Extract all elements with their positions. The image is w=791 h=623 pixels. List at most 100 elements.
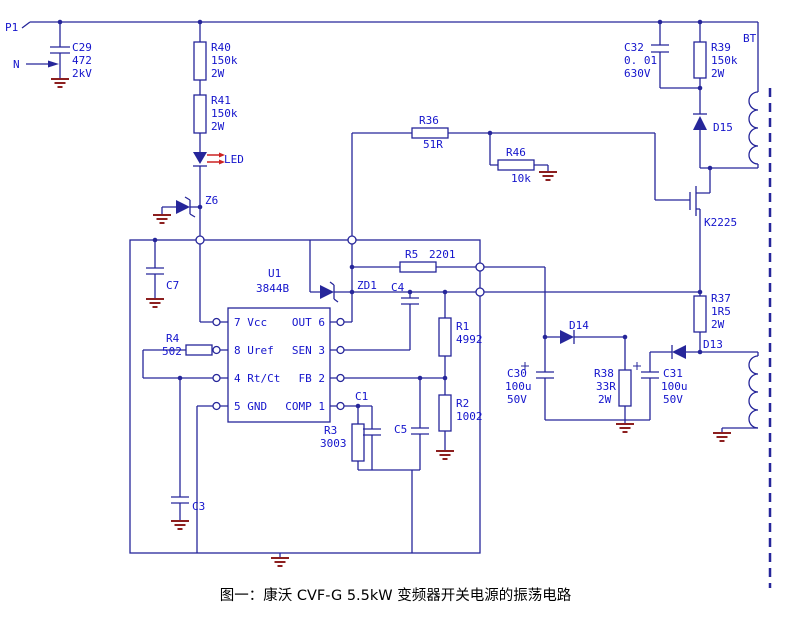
terminal-p1: P1 [5,21,18,34]
pin-label-gnd: 5 GND [234,400,267,413]
r39-value: 150k [711,54,738,67]
z6-ref: Z6 [205,194,218,207]
diode-led: LED [193,152,244,167]
resistor-r4: R4 502 [162,332,213,358]
ground-symbol [271,557,289,567]
capacitor-c31: C31 100u 50V [633,362,688,406]
pin-label-fb: FB 2 [299,372,326,385]
terminal-n-label: N [13,58,20,71]
pin-label-sen: SEN 3 [292,344,325,357]
c32-rating: 630V [624,67,651,80]
resistor-r46: R46 10k [497,146,535,185]
r38-power: 2W [598,393,612,406]
capacitor-c30: C30 100u 50V [505,362,554,406]
diode-d14: D14 [560,319,589,344]
r40-value: 150k [211,54,238,67]
mosfet-k2225: K2225 [689,186,737,229]
r37-value: 1R5 [711,305,731,318]
r37-power: 2W [711,318,725,331]
capacitor-c1: C1 [355,390,381,436]
ground-symbol [539,171,557,181]
ic-body [227,307,331,423]
c30-ref: C30 [507,367,527,380]
r36-ref: R36 [419,114,439,127]
c3-ref: C3 [192,500,205,513]
c31-value: 100u [661,380,688,393]
resistor-r38: R38 33R 2W [594,367,632,407]
pin-label-rtct: 4 Rt/Ct [234,372,280,385]
capacitor-c32: C32 0. 01 630V [624,41,669,80]
r4-ref: R4 [166,332,180,345]
r5-ref: R5 [405,248,418,261]
c29-value: 472 [72,54,92,67]
ground-symbol [146,298,164,308]
pin-label-comp: COMP 1 [285,400,325,413]
d15-ref: D15 [713,121,733,134]
terminal-p1-label: P1 [5,21,18,34]
r1-ref: R1 [456,320,469,333]
r1-value: 4992 [456,333,483,346]
r46-ref: R46 [506,146,526,159]
r39-power: 2W [711,67,725,80]
r3-ref: R3 [324,424,337,437]
d14-ref: D14 [569,319,589,332]
r39-ref: R39 [711,41,731,54]
ground-symbol [436,450,454,460]
r3-value: 3003 [320,437,347,450]
ground-symbol [51,78,69,88]
ground-symbol [153,214,171,224]
c4-ref: C4 [391,281,405,294]
ic-part-label: 3844B [256,282,289,295]
c30-plus-icon [521,362,529,370]
pin-label-out: OUT 6 [292,316,325,329]
r41-power: 2W [211,120,225,133]
zener-z6: Z6 [176,194,218,218]
c30-rating: 50V [507,393,527,406]
r2-ref: R2 [456,397,469,410]
ground-symbol [616,423,634,433]
led-ref: LED [224,153,244,166]
figure-caption: 图一：康沃 CVF-G 5.5kW 变频器开关电源的振荡电路 [219,588,572,604]
c1-ref: C1 [355,390,368,403]
r36-value: 51R [423,138,443,151]
resistor-r36: R36 51R [411,114,449,151]
resistor-r41: R41 150k 2W [193,94,238,134]
resistor-r3: R3 3003 [320,423,365,462]
pin-label-vcc: 7 Vcc [234,316,267,329]
resistor-r1: R1 4992 [438,317,483,357]
diode-d13: D13 [671,338,723,359]
r4-value: 502 [162,345,182,358]
connection-nodes [195,235,485,411]
resistor-r40: R40 150k 2W [193,41,238,81]
zener-zd1: ZD1 [320,279,377,303]
c31-plus-icon [633,362,641,370]
c29-rating: 2kV [72,67,92,80]
resistor-r39: R39 150k 2W [693,41,738,80]
ground-symbol [713,432,731,442]
r5-value: 2201 [429,248,456,261]
circuit-wiring [21,21,759,558]
primary-winding [748,91,759,165]
n-arrow-icon [48,60,59,68]
secondary-winding [748,355,759,429]
r38-ref: R38 [594,367,614,380]
c32-ref: C32 [624,41,644,54]
r38-value: 33R [596,380,616,393]
q1-ref: K2225 [704,216,737,229]
c5-ref: C5 [394,423,407,436]
r46-value: 10k [511,172,531,185]
capacitor-c5: C5 [394,423,429,436]
capacitor-c29: C29 472 2kV [50,41,92,80]
led-emission-arrows-icon [207,154,219,163]
c30-value: 100u [505,380,532,393]
oscillator-section-outline [129,239,481,554]
r37-ref: R37 [711,292,731,305]
ic-u1: U1 3844B 7 Vcc 8 Uref 4 Rt/Ct 5 GND OUT … [227,267,331,423]
r41-value: 150k [211,107,238,120]
capacitor-c4: C4 [391,281,419,305]
c32-value: 0. 01 [624,54,657,67]
zd1-ref: ZD1 [357,279,377,292]
pin-label-uref: 8 Uref [234,344,274,357]
